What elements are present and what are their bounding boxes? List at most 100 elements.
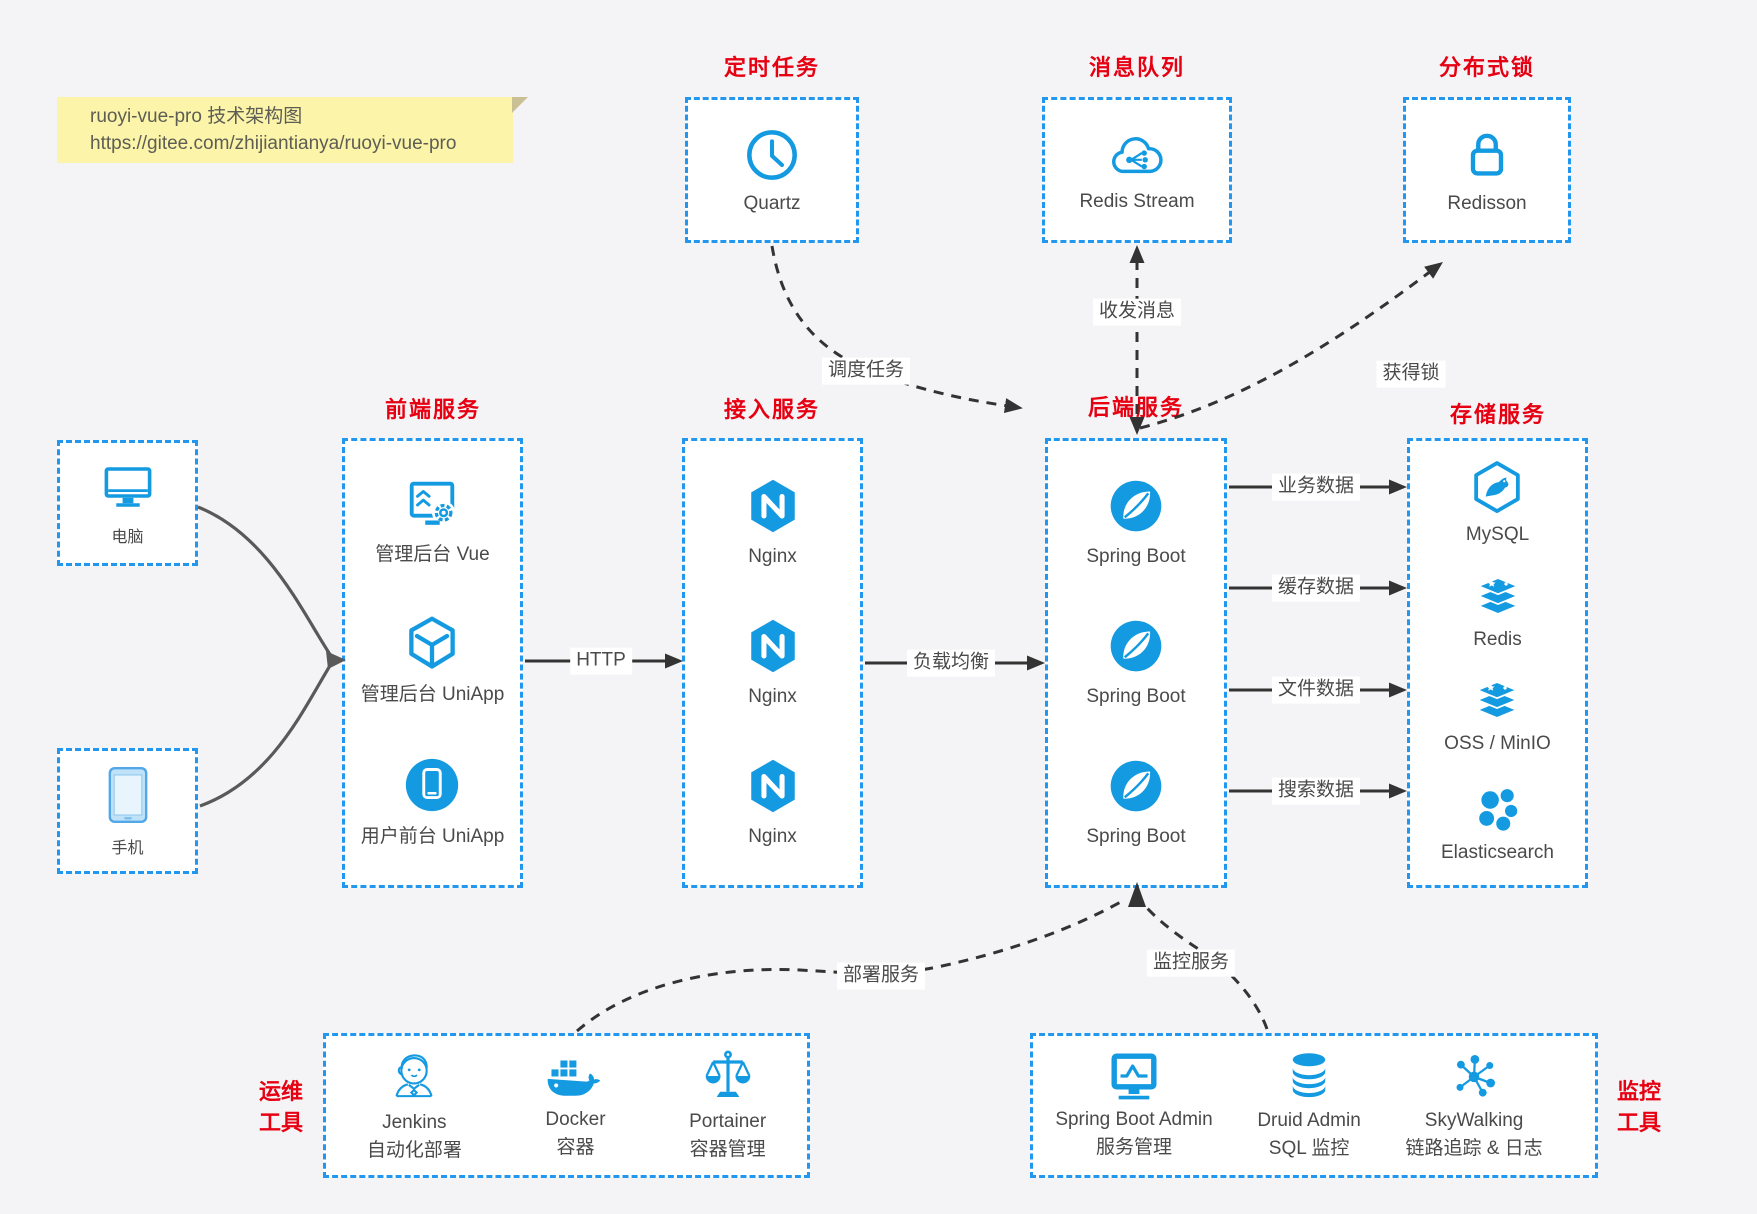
quartz-label: Quartz bbox=[743, 192, 801, 214]
title-distributed-lock: 分布式锁 bbox=[1438, 55, 1536, 80]
mobile-phone-icon bbox=[106, 765, 150, 825]
note-title: ruoyi-vue-pro 技术架构图 bbox=[90, 106, 303, 127]
edge-label-send-receive-message: 收发消息 bbox=[1092, 298, 1182, 326]
title-monitoring-tools: 监控工具 bbox=[1616, 1079, 1661, 1135]
nginx-icon bbox=[744, 756, 802, 816]
spring-boot-label: Spring Boot bbox=[1086, 545, 1186, 567]
skywalking-network-icon bbox=[1446, 1048, 1502, 1104]
node-redisson: Redisson bbox=[1403, 97, 1571, 243]
node-redis: Redis bbox=[1469, 570, 1527, 654]
portainer-scales-icon bbox=[700, 1047, 756, 1105]
spring-boot-icon bbox=[1106, 476, 1166, 536]
sticky-note: ruoyi-vue-pro 技术架构图 https://gitee.com/zh… bbox=[57, 97, 528, 163]
edge-label-acquire-lock: 获得锁 bbox=[1376, 360, 1446, 388]
edge-label-load-balance: 负载均衡 bbox=[906, 649, 996, 677]
redis-stack-icon bbox=[1469, 570, 1527, 622]
mysql-label: MySQL bbox=[1465, 524, 1530, 546]
redis-stream-cloud-icon bbox=[1106, 128, 1168, 182]
uniapp-cube-icon bbox=[402, 614, 462, 674]
node-nginx-1: Nginx bbox=[744, 476, 802, 571]
spring-boot-admin-monitor-icon bbox=[1105, 1049, 1163, 1103]
spring-boot-label: Spring Boot bbox=[1086, 825, 1186, 847]
edge-label-file-data: 文件数据 bbox=[1271, 676, 1361, 704]
jenkins-icon bbox=[386, 1046, 442, 1106]
redis-stream-label: Redis Stream bbox=[1079, 190, 1195, 212]
druid-database-icon bbox=[1283, 1048, 1335, 1104]
nginx-label: Nginx bbox=[748, 545, 797, 567]
title-gateway: 接入服务 bbox=[723, 397, 821, 422]
redisson-label: Redisson bbox=[1447, 192, 1527, 214]
quartz-clock-icon bbox=[743, 126, 801, 184]
node-nginx-3: Nginx bbox=[744, 756, 802, 851]
node-nginx-2: Nginx bbox=[744, 616, 802, 711]
title-frontend: 前端服务 bbox=[384, 397, 482, 422]
spring-boot-icon bbox=[1106, 616, 1166, 676]
nginx-icon bbox=[744, 616, 802, 676]
note-url: https://gitee.com/zhijiantianya/ruoyi-vu… bbox=[90, 133, 457, 154]
title-ops-tools: 运维工具 bbox=[258, 1079, 303, 1135]
edge-label-cache-data: 缓存数据 bbox=[1271, 574, 1361, 602]
pc-monitor-icon bbox=[99, 460, 157, 514]
edge-label-monitor-service: 监控服务 bbox=[1146, 949, 1236, 977]
node-user-uniapp: 用户前台 UniApp bbox=[360, 754, 505, 851]
admin-uniapp-label: 管理后台 UniApp bbox=[360, 683, 505, 705]
redis-label: Redis bbox=[1473, 628, 1522, 650]
elasticsearch-cluster-icon bbox=[1470, 779, 1526, 835]
mobile-label: 手机 bbox=[111, 839, 144, 857]
node-spring-boot-1: Spring Boot bbox=[1086, 476, 1186, 571]
column-storage: MySQL Redis OSS / MinIO Elasticsearch bbox=[1407, 438, 1588, 888]
node-mobile-client: 手机 bbox=[57, 748, 198, 874]
node-pc-client: 电脑 bbox=[57, 440, 198, 566]
title-backend: 后端服务 bbox=[1087, 395, 1185, 420]
nginx-label: Nginx bbox=[748, 685, 797, 707]
node-admin-uniapp: 管理后台 UniApp bbox=[360, 614, 505, 709]
note-fold-corner-icon bbox=[512, 97, 528, 113]
title-message-queue: 消息队列 bbox=[1088, 55, 1186, 80]
nginx-label: Nginx bbox=[748, 825, 797, 847]
node-oss-minio: OSS / MinIO bbox=[1444, 674, 1551, 758]
edge-label-deploy-service: 部署服务 bbox=[836, 962, 926, 990]
admin-vue-label: 管理后台 Vue bbox=[375, 543, 490, 565]
nginx-icon bbox=[744, 476, 802, 536]
oss-minio-label: OSS / MinIO bbox=[1444, 733, 1551, 755]
edge-label-search-data: 搜索数据 bbox=[1271, 777, 1361, 805]
mysql-icon bbox=[1468, 459, 1526, 517]
column-backend: Spring Boot Spring Boot Spring Boot bbox=[1045, 438, 1227, 888]
column-frontend: 管理后台 Vue 管理后台 UniApp 用户前台 UniApp bbox=[342, 438, 523, 888]
node-elasticsearch: Elasticsearch bbox=[1441, 779, 1554, 867]
node-spring-boot-2: Spring Boot bbox=[1086, 616, 1186, 711]
title-scheduled-jobs: 定时任务 bbox=[723, 55, 821, 80]
user-uniapp-label: 用户前台 UniApp bbox=[360, 825, 505, 847]
admin-vue-monitor-gear-icon bbox=[401, 476, 463, 534]
title-storage: 存储服务 bbox=[1449, 402, 1547, 427]
edge-pc-to-frontend bbox=[197, 505, 333, 657]
edge-mobile-to-frontend bbox=[199, 663, 333, 808]
oss-minio-stack-icon bbox=[1468, 674, 1526, 726]
node-spring-boot-3: Spring Boot bbox=[1086, 756, 1186, 851]
user-uniapp-phone-circle-icon bbox=[401, 754, 463, 816]
redisson-lock-icon bbox=[1459, 126, 1515, 184]
node-mysql: MySQL bbox=[1466, 459, 1529, 549]
docker-whale-icon bbox=[543, 1049, 607, 1103]
edge-label-http: HTTP bbox=[570, 647, 632, 675]
node-quartz: Quartz bbox=[685, 97, 859, 243]
edge-label-business-data: 业务数据 bbox=[1271, 473, 1361, 501]
elasticsearch-label: Elasticsearch bbox=[1441, 841, 1554, 863]
node-redis-stream: Redis Stream bbox=[1042, 97, 1232, 243]
column-gateway: Nginx Nginx Nginx bbox=[682, 438, 863, 888]
node-admin-vue: 管理后台 Vue bbox=[375, 476, 490, 569]
spring-boot-icon bbox=[1106, 756, 1166, 816]
